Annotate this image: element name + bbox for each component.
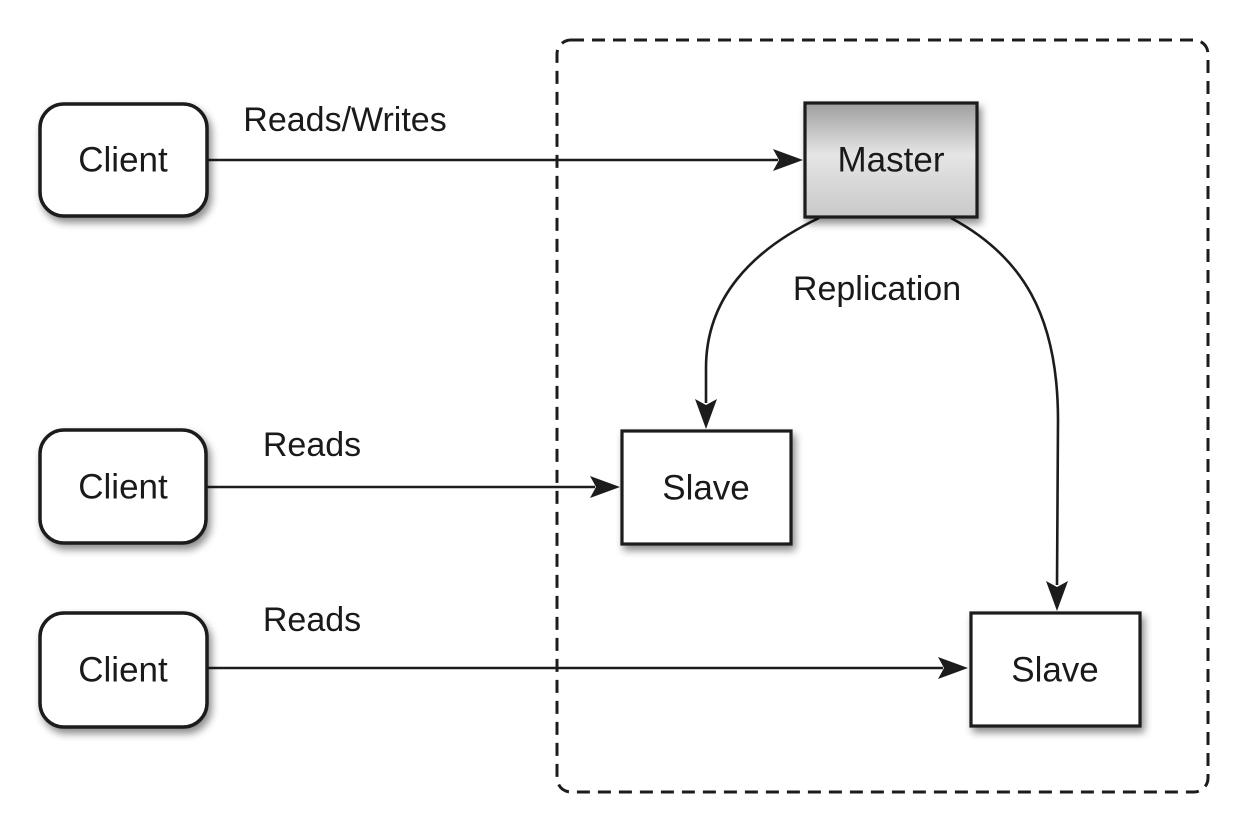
node-client-2: Client bbox=[38, 428, 208, 545]
edge-master-to-slave2-arrowhead bbox=[1046, 581, 1068, 611]
edge-label-replication: Replication bbox=[793, 270, 961, 308]
node-client-3: Client bbox=[38, 611, 209, 729]
edge-master-to-slave2 bbox=[950, 216, 1068, 611]
node-client-3-box bbox=[38, 611, 209, 729]
edge-label-reads-1: Reads bbox=[263, 426, 361, 464]
edge-master-to-slave2-curve bbox=[950, 216, 1060, 586]
edge-master-to-slave1-arrowhead bbox=[695, 399, 717, 429]
node-client-1: Client bbox=[38, 102, 209, 218]
node-master-label: Master bbox=[838, 141, 945, 180]
edge-client2-to-slave1-arrowhead bbox=[590, 476, 620, 498]
edge-client1-to-master-arrowhead bbox=[773, 149, 803, 171]
edge-client1-to-master: Reads/Writes bbox=[207, 101, 803, 171]
node-client-2-label: Client bbox=[78, 468, 168, 507]
edge-label-reads-2: Reads bbox=[263, 601, 361, 639]
node-slave-1: Slave bbox=[620, 429, 793, 546]
node-master: Master bbox=[803, 101, 979, 219]
edge-label-reads-writes: Reads/Writes bbox=[243, 101, 446, 139]
node-client-1-box bbox=[38, 102, 209, 218]
node-slave-2-label: Slave bbox=[1011, 651, 1099, 690]
node-client-3-label: Client bbox=[78, 651, 168, 690]
nodes: Client Master Client Slave Client Slave bbox=[38, 101, 1142, 729]
node-client-2-box bbox=[38, 428, 208, 545]
node-slave-1-label: Slave bbox=[662, 469, 750, 508]
node-master-box bbox=[803, 101, 979, 219]
node-slave-1-box bbox=[620, 429, 793, 546]
replication-cluster-boundary bbox=[555, 38, 1210, 794]
edge-client3-to-slave2-arrowhead bbox=[938, 657, 968, 679]
node-slave-2-box bbox=[969, 611, 1142, 728]
node-client-1-label: Client bbox=[78, 141, 168, 180]
edge-client3-to-slave2: Reads bbox=[207, 601, 968, 679]
edge-client2-to-slave1: Reads bbox=[205, 426, 620, 498]
node-slave-2: Slave bbox=[969, 611, 1142, 728]
edges: Reads/Writes Reads Reads bbox=[205, 101, 1068, 679]
edge-master-to-slave1-curve bbox=[704, 216, 820, 403]
edge-master-to-slave1 bbox=[695, 216, 820, 429]
